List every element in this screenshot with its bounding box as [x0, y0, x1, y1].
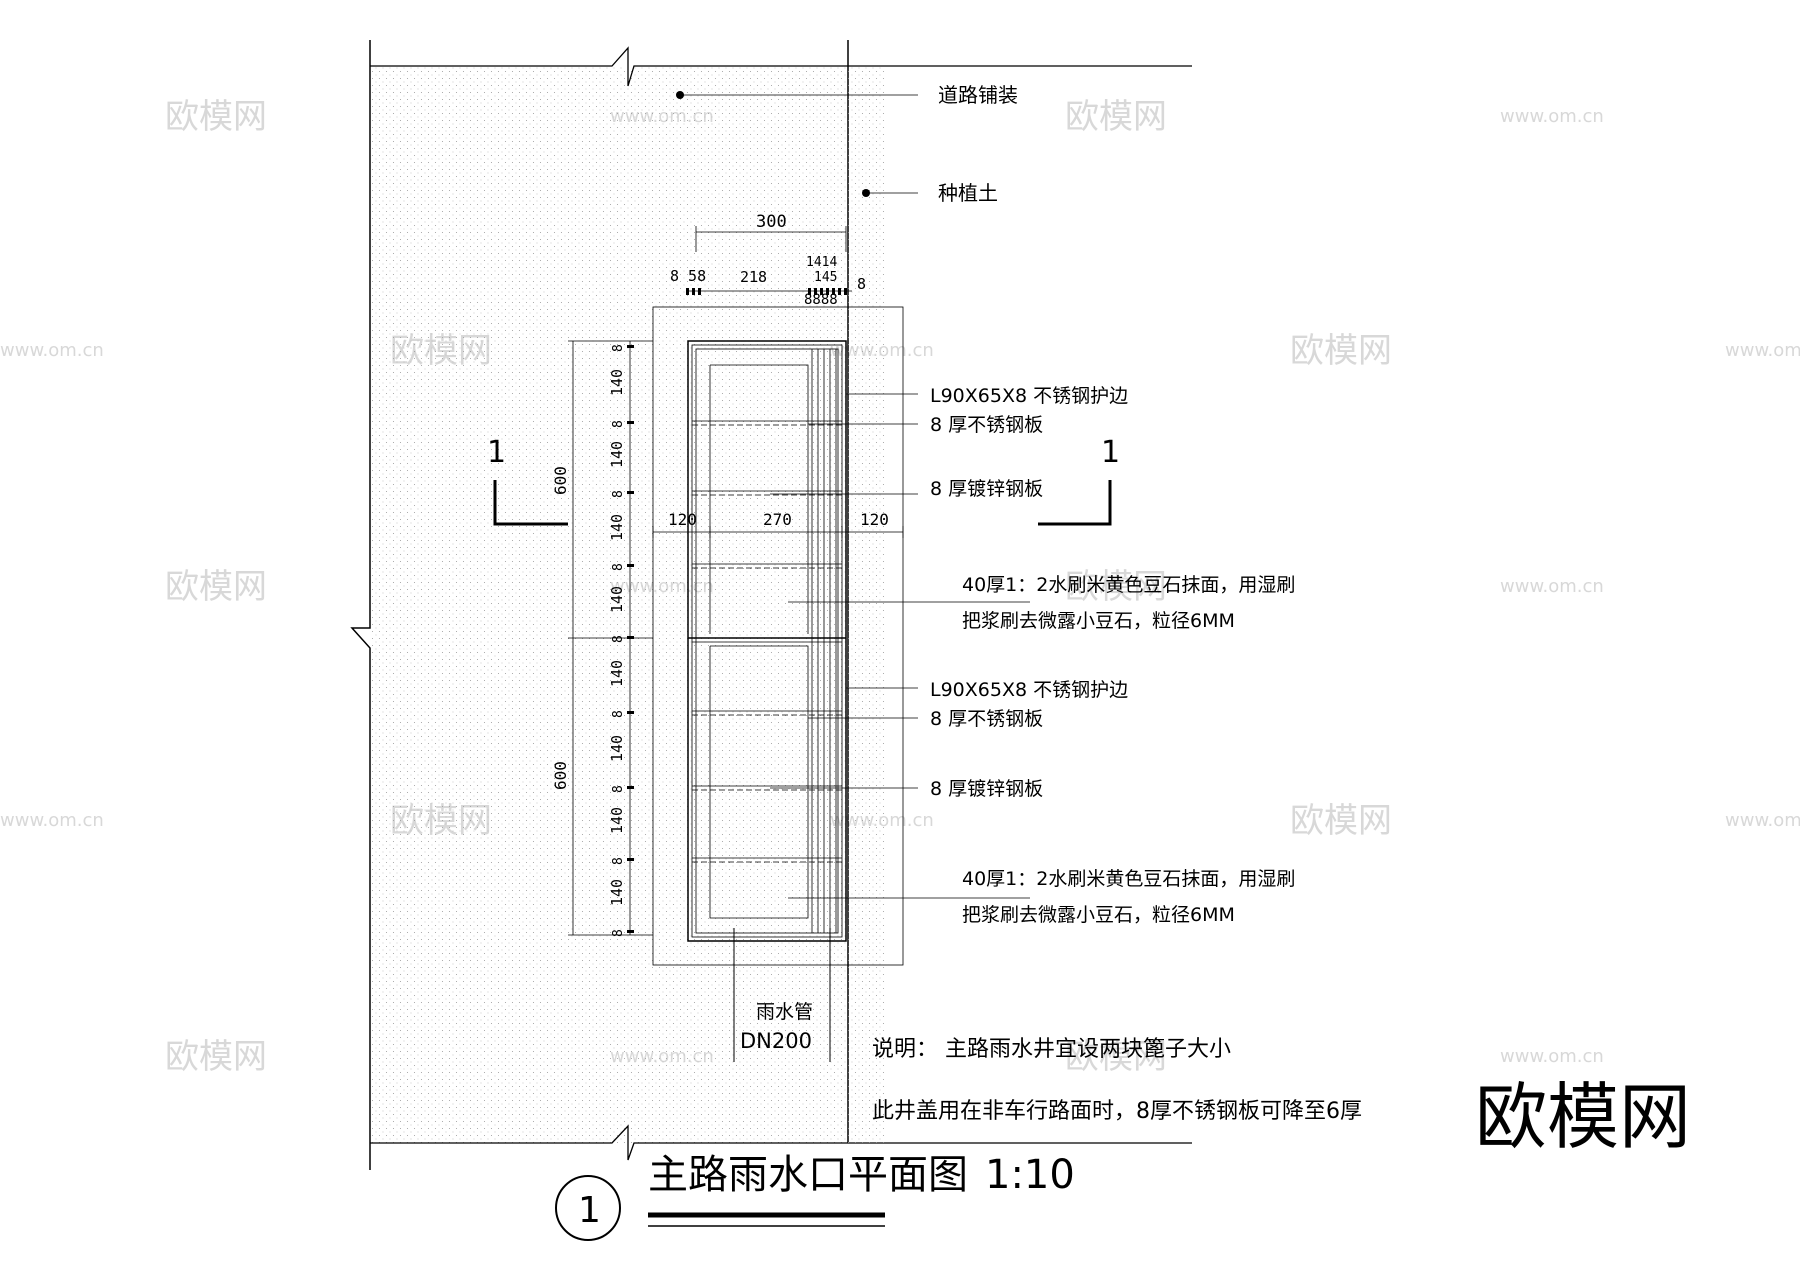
watermark-url: www.om.cn: [0, 810, 104, 831]
dim-8: 8: [611, 929, 626, 937]
dim-120-left: 120: [668, 510, 697, 529]
watermark-brand: 欧模网: [165, 1037, 267, 1077]
title-block: 1 主路雨水口平面图 1:10: [555, 1152, 1075, 1241]
dim-140: 140: [608, 514, 626, 541]
notes: 说明： 主路雨水井宜设两块篦子大小 此井盖用在非车行路面时，8厚不锈钢板可降至6…: [872, 1037, 1362, 1124]
label-paving: 道路铺装: [938, 83, 1018, 107]
dim-600-lower: 600: [551, 761, 570, 790]
dim-140: 140: [608, 586, 626, 613]
dim-8: 8: [611, 344, 626, 352]
dim-8: 8: [611, 635, 626, 643]
watermark-url: www.om.cn: [1500, 576, 1604, 597]
brand-logo: 欧模网: [1475, 1075, 1691, 1159]
watermark-brand: 欧模网: [1065, 1037, 1167, 1077]
label-finish-lower-2: 把浆刷去微露小豆石，粒径6MM: [962, 904, 1235, 926]
watermark-url: www.om.cn: [0, 340, 104, 361]
dim-8: 8: [857, 275, 866, 293]
dim-140: 140: [608, 879, 626, 906]
drawing-title: 主路雨水口平面图: [648, 1152, 968, 1198]
dim-140: 140: [608, 807, 626, 834]
middle-dimensions: 120 270 120: [652, 510, 904, 538]
watermark-brand: 欧模网: [1290, 801, 1392, 841]
dim-218: 218: [740, 268, 767, 286]
dim-120-right: 120: [860, 510, 889, 529]
label-ss-plate-upper: 8 厚不锈钢板: [930, 414, 1043, 436]
paving-area: [350, 40, 1192, 1170]
label-ss-plate-lower: 8 厚不锈钢板: [930, 708, 1043, 730]
section-mark-left: 1: [487, 435, 506, 470]
watermark-brand: 欧模网: [165, 567, 267, 607]
label-finish-lower-1: 40厚1：2水刷米黄色豆石抹面，用湿刷: [962, 868, 1295, 890]
watermark-url: www.om.cn: [1500, 106, 1604, 127]
dim-8888: 8888: [804, 292, 838, 308]
dim-8: 8: [611, 710, 626, 718]
label-galv-plate-lower: 8 厚镀锌钢板: [930, 778, 1043, 800]
top-dimensions: 300 8 58 218 1414 145 8 8888: [670, 212, 866, 308]
dim-140: 140: [608, 441, 626, 468]
label-soil: 种植土: [938, 181, 998, 205]
left-dimensions: 600 600 140 140 140 140 140 140 140 140 …: [551, 340, 653, 937]
dim-145: 145: [814, 270, 837, 285]
watermark-brand: 欧模网: [1065, 567, 1167, 607]
dim-8: 8: [611, 420, 626, 428]
dim-8: 8: [611, 785, 626, 793]
label-galv-plate-upper: 8 厚镀锌钢板: [930, 478, 1043, 500]
planting-soil-area: [848, 66, 884, 1143]
dim-8-58: 8 58: [670, 267, 706, 285]
watermark-brand: 欧模网: [1290, 331, 1392, 371]
note-line-2: 此井盖用在非车行路面时，8厚不锈钢板可降至6厚: [872, 1099, 1362, 1124]
drawing-number: 1: [578, 1190, 601, 1231]
watermark-url: www.om.cn: [1500, 1046, 1604, 1067]
watermark-brand: 欧模网: [165, 97, 267, 137]
label-finish-upper-1: 40厚1：2水刷米黄色豆石抹面，用湿刷: [962, 574, 1295, 596]
dim-140: 140: [608, 660, 626, 687]
watermark-layer: 欧模网 欧模网 欧模网 欧模网 欧模网 欧模网 欧模网 欧模网 欧模网 欧模网 …: [0, 97, 1800, 1077]
section-marks: 1 1: [487, 435, 1120, 526]
dim-270: 270: [763, 510, 792, 529]
dim-140: 140: [608, 735, 626, 762]
dim-300: 300: [756, 212, 787, 232]
dim-8: 8: [611, 490, 626, 498]
dim-8: 8: [611, 857, 626, 865]
drawing-scale: 1:10: [985, 1152, 1075, 1198]
dim-1414: 1414: [806, 255, 837, 270]
label-angle-lower: L90X65X8 不锈钢护边: [930, 679, 1128, 701]
dim-140: 140: [608, 369, 626, 396]
label-pipe: 雨水管: [756, 1001, 813, 1023]
dim-600-upper: 600: [551, 466, 570, 495]
dim-8: 8: [611, 563, 626, 571]
drain-pit: [652, 306, 904, 966]
section-mark-right: 1: [1101, 435, 1120, 470]
label-finish-upper-2: 把浆刷去微露小豆石，粒径6MM: [962, 610, 1235, 632]
callouts: 道路铺装 种植土 L90X65X8 不锈钢护边 8 厚不锈钢板 8 厚镀锌钢板 …: [676, 83, 1295, 1053]
note-line-1: 说明： 主路雨水井宜设两块篦子大小: [872, 1037, 1231, 1062]
rain-pipe: [733, 928, 831, 1062]
label-angle-upper: L90X65X8 不锈钢护边: [930, 385, 1128, 407]
label-pipe-size: DN200: [740, 1029, 812, 1053]
watermark-url: www.om.cn: [1725, 810, 1800, 831]
watermark-brand: 欧模网: [1065, 97, 1167, 137]
watermark-url: www.om.cn: [1725, 340, 1800, 361]
